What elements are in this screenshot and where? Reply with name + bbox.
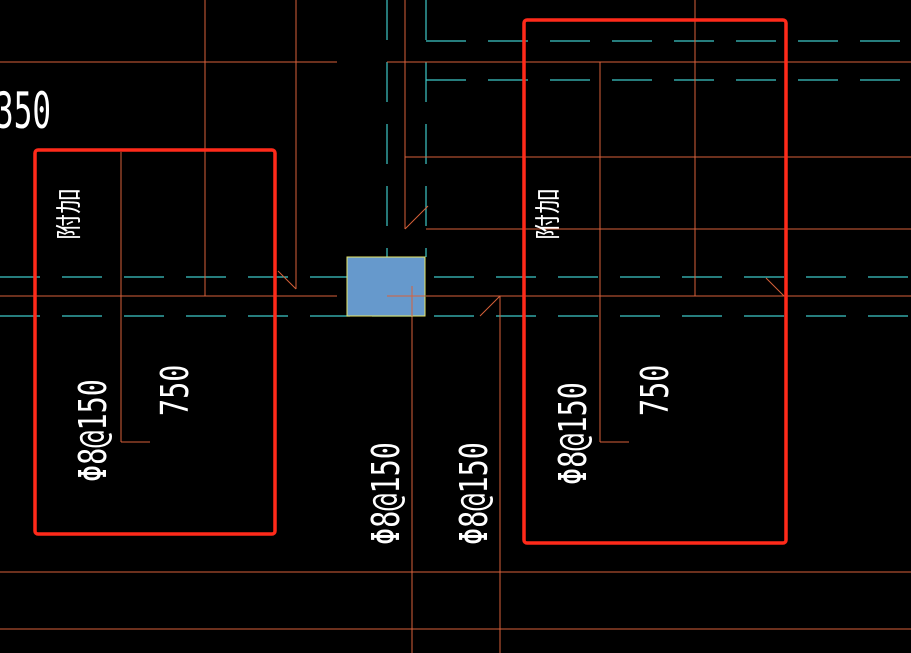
rebar-hook (765, 277, 785, 297)
left-length-text: 750 (153, 365, 197, 416)
right-note-text: 附加 (534, 188, 564, 240)
rebar-hook (479, 295, 501, 317)
rebar-hook (277, 270, 297, 290)
column-section (346, 256, 426, 317)
center-rebar-spec-text-1: Φ8@150 (364, 442, 408, 545)
left-rebar-spec-text: Φ8@150 (71, 379, 115, 482)
highlight-box-left (33, 148, 277, 536)
right-length-text: 750 (633, 365, 677, 416)
highlight-box-right (522, 18, 788, 545)
axis-lines (0, 0, 911, 317)
dimension-text-350: 350 (0, 81, 51, 140)
right-rebar-spec-text: Φ8@150 (551, 382, 595, 485)
left-note-text: 附加 (55, 188, 85, 240)
center-rebar-spec-text-2: Φ8@150 (452, 442, 496, 545)
rebar-hook (404, 205, 429, 230)
